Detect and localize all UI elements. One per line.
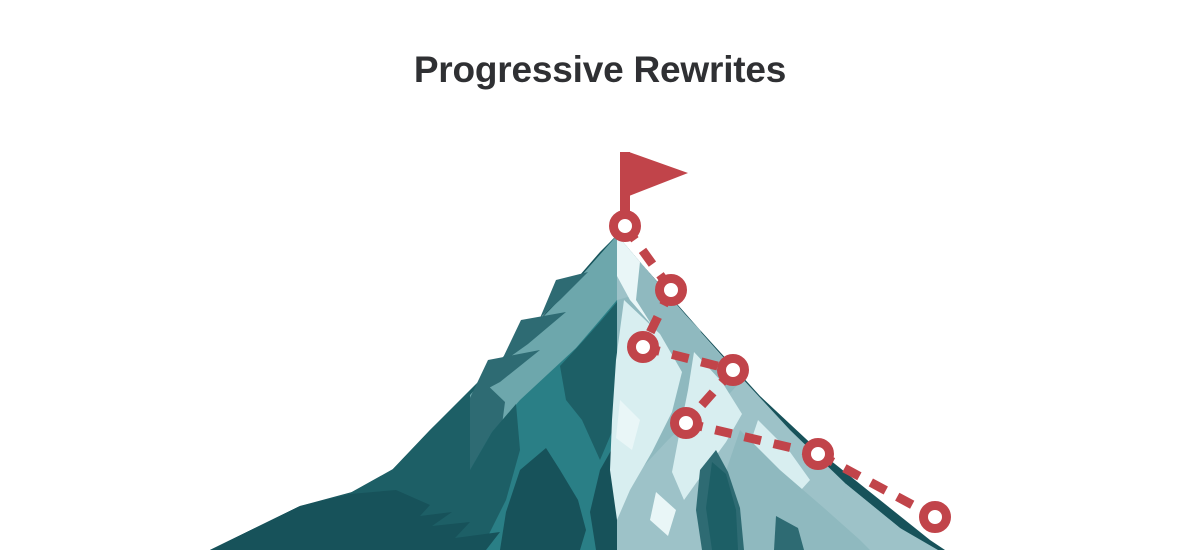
ice-chute-main bbox=[610, 300, 682, 520]
right-lower-slab bbox=[716, 430, 870, 550]
rock-spur-dark bbox=[706, 462, 738, 550]
ice-wedge-lower bbox=[748, 420, 810, 500]
path-segment-3-to-2 bbox=[684, 418, 820, 459]
flag-pole bbox=[620, 152, 630, 228]
milestone-marker-stage-6[interactable] bbox=[655, 274, 687, 306]
path-segment-2-to-base bbox=[815, 450, 938, 521]
milestone-marker-stage-4[interactable] bbox=[717, 354, 749, 386]
ice-fleck-2 bbox=[650, 492, 676, 536]
milestone-marker-stage-3[interactable] bbox=[670, 407, 702, 439]
peak-left-shadow-4 bbox=[470, 378, 505, 470]
ice-chute-secondary bbox=[672, 352, 742, 500]
milestone-marker-base-camp[interactable] bbox=[919, 501, 951, 533]
milestone-marker-stage-5[interactable] bbox=[627, 331, 659, 363]
page-title: Progressive Rewrites bbox=[413, 49, 787, 90]
peak-left-shadow-1 bbox=[540, 272, 588, 318]
milestone-markers bbox=[609, 210, 951, 533]
mountain-fissure-3 bbox=[500, 448, 586, 550]
flag-banner-icon bbox=[629, 152, 688, 196]
peak-left-shadow-2 bbox=[500, 312, 566, 364]
ice-fleck-1 bbox=[616, 400, 640, 450]
mountain-foreground-ridge bbox=[210, 490, 500, 550]
mountain-fissure-2 bbox=[560, 302, 617, 460]
mountain-fissure-1 bbox=[470, 404, 520, 550]
milestone-marker-summit[interactable] bbox=[609, 210, 641, 242]
peak-left-flank bbox=[470, 235, 617, 470]
milestone-marker-stage-2[interactable] bbox=[802, 438, 834, 470]
mountain-group bbox=[210, 235, 945, 550]
summit-flag bbox=[620, 152, 688, 228]
right-tail-slope bbox=[838, 484, 938, 550]
bottom-right-notch bbox=[774, 516, 804, 550]
